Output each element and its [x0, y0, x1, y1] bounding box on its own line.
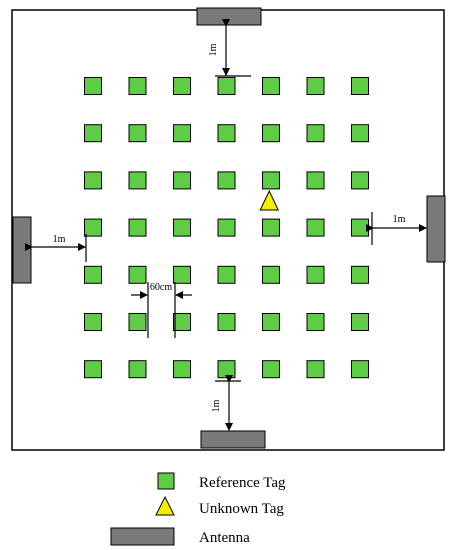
reference-tag: [84, 218, 102, 237]
reference-tag: [84, 265, 102, 284]
reference-tag: [262, 77, 280, 95]
reference-tag-grid: [84, 77, 369, 379]
tag-spacing-dimension: 60cm: [131, 282, 192, 338]
legend-unknown-tag-icon: [155, 495, 175, 516]
antenna-top: [196, 7, 262, 26]
reference-tag: [173, 265, 191, 284]
reference-tag: [128, 171, 147, 190]
reference-tag: [351, 265, 369, 284]
reference-tag: [173, 218, 191, 237]
reference-tag: [262, 313, 280, 331]
reference-tag: [351, 171, 369, 190]
reference-tag: [306, 171, 325, 190]
reference-tag: [351, 218, 369, 237]
top-distance-label: 1m: [208, 43, 219, 56]
reference-tag: [262, 265, 280, 284]
bottom-distance-label: 1m: [211, 399, 222, 412]
left-distance-dimension: 1m: [25, 234, 87, 262]
bottom-distance-dimension: 1m: [211, 375, 241, 431]
reference-tag: [84, 171, 102, 190]
legend: Reference Tag Unknown Tag Antenna: [110, 472, 286, 546]
reference-tag: [217, 265, 236, 284]
right-distance-dimension: 1m: [366, 212, 427, 245]
reference-tag: [306, 313, 325, 331]
reference-tag: [128, 360, 147, 379]
antenna-left: [12, 216, 32, 284]
legend-antenna-label: Antenna: [199, 530, 250, 546]
reference-tag: [306, 360, 325, 379]
top-distance-dimension: 1m: [208, 19, 251, 77]
legend-antenna-icon: [110, 527, 175, 546]
reference-tag: [128, 124, 147, 143]
reference-tag: [173, 171, 191, 190]
reference-tag: [306, 265, 325, 284]
legend-reference-tag-label: Reference Tag: [199, 475, 286, 491]
reference-tag: [306, 218, 325, 237]
legend-unknown-tag-label: Unknown Tag: [199, 501, 284, 517]
reference-tag: [128, 77, 147, 95]
reference-tag: [262, 124, 280, 143]
reference-tag: [217, 218, 236, 237]
reference-tag: [306, 77, 325, 95]
reference-tag: [128, 265, 147, 284]
reference-tag: [217, 360, 236, 379]
reference-tag: [351, 360, 369, 379]
reference-tag: [128, 218, 147, 237]
reference-tag: [173, 313, 191, 331]
reference-tag: [128, 313, 147, 331]
antenna-bottom: [200, 430, 266, 449]
reference-tag: [217, 77, 236, 95]
reference-tag: [217, 124, 236, 143]
reference-tag: [262, 218, 280, 237]
reference-tag: [173, 360, 191, 379]
left-distance-label: 1m: [53, 234, 66, 245]
reference-tag: [262, 360, 280, 379]
reference-tag: [351, 124, 369, 143]
reference-tag: [173, 77, 191, 95]
right-distance-label: 1m: [393, 214, 406, 225]
reference-tag: [84, 77, 102, 95]
reference-tag: [84, 360, 102, 379]
reference-tag: [262, 171, 280, 190]
reference-tag: [84, 313, 102, 331]
reference-tag: [84, 124, 102, 143]
antenna-right: [426, 195, 446, 263]
reference-tag: [306, 124, 325, 143]
reference-tag: [351, 77, 369, 95]
reference-tag: [217, 171, 236, 190]
tag-spacing-label: 60cm: [150, 282, 172, 293]
reference-tag: [173, 124, 191, 143]
unknown-tag-marker: [259, 189, 280, 211]
legend-reference-tag-icon: [157, 472, 175, 490]
reference-tag: [351, 313, 369, 331]
reference-tag: [217, 313, 236, 331]
